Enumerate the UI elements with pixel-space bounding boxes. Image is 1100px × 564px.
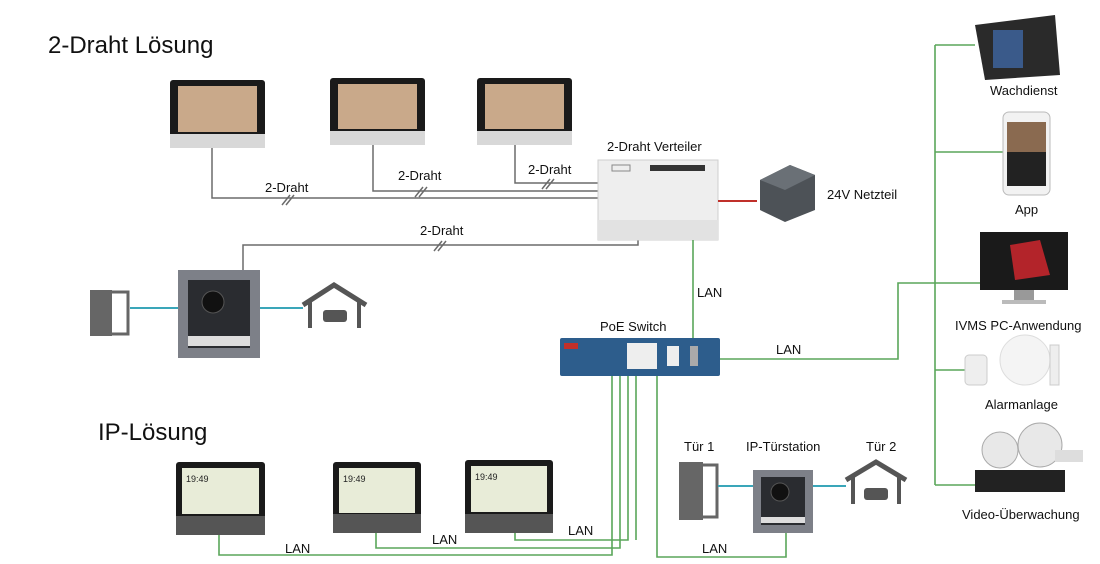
ip-door-station: [753, 470, 813, 533]
distributor-label: 2-Draht Verteiler: [607, 139, 702, 154]
title-two-wire: 2-Draht Lösung: [48, 32, 213, 59]
alarm-system-icon: [964, 334, 1060, 386]
switch-label: PoE Switch: [600, 319, 666, 334]
lan-label-monitor-1: LAN: [285, 541, 310, 556]
device-label-video: Video-Überwachung: [962, 507, 1080, 522]
ip-lan-lines: [218, 376, 787, 558]
wire-label-2: 2-Draht: [398, 168, 442, 183]
door1-label: Tür 1: [684, 439, 714, 454]
lan-backbone: [720, 44, 1003, 486]
door-icon: [679, 462, 719, 520]
pc-monitor-icon: [980, 232, 1068, 304]
ip-station-label: IP-Türstation: [746, 439, 820, 454]
two-wire-monitors: [170, 78, 572, 148]
video-surveillance-icon: [975, 422, 1083, 492]
wire-label-3: 2-Draht: [528, 162, 572, 177]
garage-icon: [844, 459, 908, 504]
wire-label-1: 2-Draht: [265, 180, 309, 195]
ip-monitor: 19:49: [465, 460, 553, 533]
svg-text:19:49: 19:49: [475, 472, 498, 482]
wire-label-4: 2-Draht: [420, 223, 464, 238]
ip-monitor: 19:49: [333, 462, 421, 533]
monitor: [330, 78, 425, 145]
device-label-ivms: IVMS PC-Anwendung: [955, 318, 1081, 333]
door-icon: [90, 290, 130, 336]
svg-text:19:49: 19:49: [343, 474, 366, 484]
svg-text:19:49: 19:49: [186, 474, 209, 484]
device-label-alarm: Alarmanlage: [985, 397, 1058, 412]
power-supply: [760, 165, 815, 222]
two-wire-door-station: [178, 270, 260, 358]
lan-label-right: LAN: [776, 342, 801, 357]
power-label: 24V Netzteil: [827, 187, 897, 202]
lan-label-distributor: LAN: [697, 285, 722, 300]
door2-label: Tür 2: [866, 439, 896, 454]
monitor: [170, 80, 265, 148]
smartphone-app-icon: [1002, 111, 1051, 196]
poe-switch: [560, 338, 720, 376]
ip-monitors: 19:49 19:49 19:49: [176, 460, 553, 535]
title-ip: IP-Lösung: [98, 419, 207, 446]
two-wire-lines: [211, 145, 639, 270]
lan-label-monitor-2: LAN: [432, 532, 457, 547]
garage-icon: [301, 282, 368, 328]
ip-monitor: 19:49: [176, 462, 265, 535]
two-wire-distributor: [597, 159, 719, 241]
lan-label-door-station: LAN: [702, 541, 727, 556]
device-label-guard: Wachdienst: [990, 83, 1058, 98]
monitor: [477, 78, 572, 145]
lan-label-monitor-3: LAN: [568, 523, 593, 538]
device-label-app: App: [1015, 202, 1038, 217]
guard-station-icon: [975, 15, 1060, 80]
